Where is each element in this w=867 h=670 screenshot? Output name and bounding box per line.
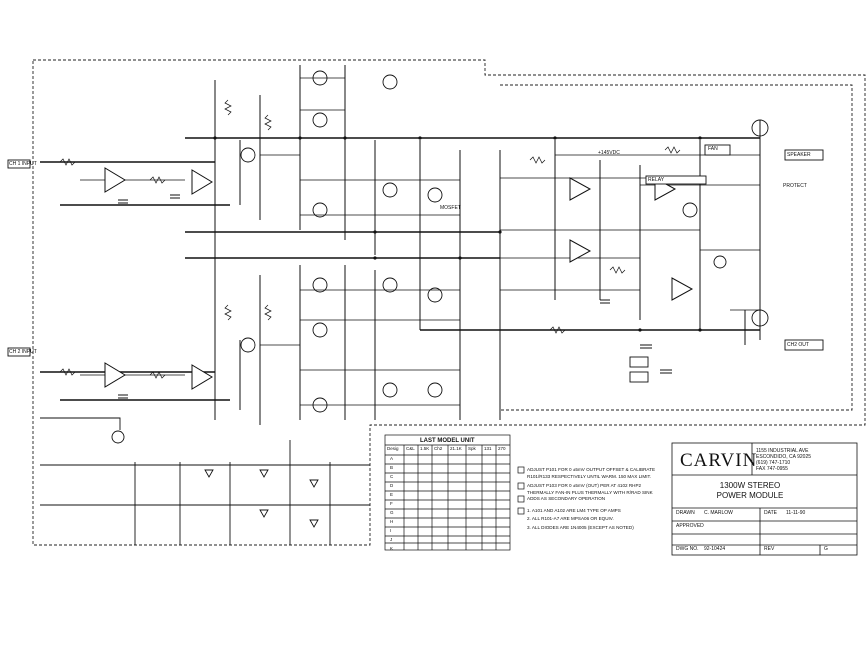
ch2-out-label: CH2 OUT (787, 342, 809, 348)
ch2-input-label: CH 2 INPUT (9, 349, 37, 355)
rev-value: G (824, 546, 828, 552)
mosfet-label: MOSFET (440, 205, 461, 211)
note-line: R101/R133 RESPECTIVELY UNTIL WARM. 150 M… (527, 474, 652, 479)
note-line: 1. A101 AND A102 ARE LM4 TYPE OP AMPS (527, 508, 621, 513)
drawn-label: DRAWN (676, 510, 695, 516)
table-column-header: 21.1K (450, 446, 462, 451)
note-line: 3. ALL DIODES ARE 1N4005 (EXCEPT AS NOTE… (527, 525, 634, 530)
table-row-label: B (390, 465, 394, 470)
table-row-label: A (390, 456, 394, 461)
address-block: 1155 INDUSTRIAL AVE ESCONDIDO, CA 92025 … (756, 448, 856, 472)
speaker-label: SPEAKER (787, 152, 811, 158)
table-column-header: 270 (498, 446, 506, 451)
table-column-header: Spk (468, 446, 476, 451)
drawing-title: 1300W STEREO POWER MODULE (690, 481, 810, 501)
note-line: 2. ALL R101-A7 ARE MPSA06 OR EQUIV. (527, 516, 614, 521)
note-line: THERMALLY FAN-IN PLUS THERMALLY WITH R/R… (527, 490, 653, 495)
title-line: 1300W STEREO (719, 481, 781, 490)
note-line: ADDS AS SECONDARY OPERATION (527, 496, 606, 501)
note-line: ADJUST P101 FOR 0 ±5mV OUTPUT OFFSET & C… (527, 467, 656, 472)
title-line: POWER MODULE (716, 491, 784, 500)
address-line: ESCONDIDO, CA 92025 (756, 454, 812, 460)
address-line: FAX 747-0955 (756, 466, 788, 472)
table-column-header: Ch2 (434, 446, 443, 451)
protect-label: PROTECT (783, 183, 807, 189)
supply-voltage-label: +145VDC (598, 150, 620, 156)
table-column-header: 131 (484, 446, 492, 451)
approved-label: APPROVED (676, 523, 704, 529)
table-row-label: E (390, 492, 394, 497)
note-line: ADJUST P103 FOR 0 ±5mV (OUT) PER AT 4102… (527, 483, 642, 488)
table-row-label: D (390, 483, 394, 488)
table-row-label: J (390, 537, 393, 542)
brand-logo: CARVIN (680, 450, 758, 471)
table-column-header: 1.5K (420, 446, 430, 451)
address-line: (619) 747-1710 (756, 460, 791, 466)
table-row-label: K (390, 546, 394, 551)
table-column-header: Desig (387, 446, 399, 451)
relay-label: RELAY (648, 177, 665, 183)
table-heading: LAST MODEL UNIT (420, 438, 475, 444)
dwg-label: DWG NO. (676, 546, 699, 552)
table-row-label: H (390, 519, 394, 524)
ch1-input-label: CH 1 INPUT (9, 161, 37, 167)
drawn-value: C. MARLOW (704, 510, 733, 516)
table-row-label: F (390, 501, 393, 506)
address-line: 1155 INDUSTRIAL AVE (756, 448, 809, 454)
dwg-value: 92-10424 (704, 546, 726, 552)
fan-label: FAN (708, 146, 718, 152)
table-row-label: G (390, 510, 394, 515)
table-row-label: C (390, 474, 394, 479)
rev-label: REV (764, 546, 775, 552)
date-value: 11-11-90 (786, 510, 806, 516)
date-label: DATE (764, 510, 777, 516)
table-row-label: I (390, 528, 392, 533)
table-column-header: C&L (406, 446, 415, 451)
